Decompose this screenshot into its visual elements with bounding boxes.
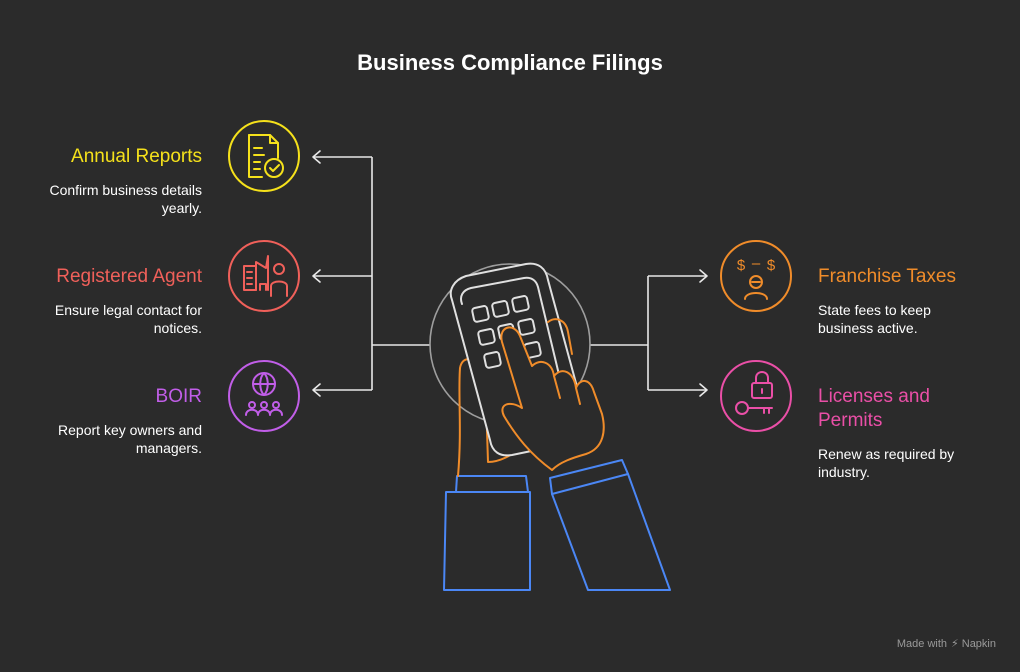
calculator-hands-icon: [443, 262, 671, 591]
made-with-label: Made with: [896, 638, 948, 650]
brand-label: Napkin: [961, 638, 996, 650]
building-person-icon: [228, 240, 300, 312]
page-title: Business Compliance Filings: [357, 50, 663, 75]
registered-agent-heading: Registered Agent: [56, 266, 202, 287]
svg-text:$: $: [767, 257, 776, 274]
connector-lines: [314, 156, 706, 391]
dollar-person-icon: $ – $: [720, 240, 792, 312]
franchise-taxes-desc: State fees to keep business active.: [818, 302, 931, 336]
registered-agent-desc: Ensure legal contact for notices.: [54, 302, 202, 336]
licenses-permits-heading: Licenses and Permits: [818, 386, 930, 431]
boir-heading: BOIR: [155, 386, 202, 407]
annual-reports-desc: Confirm business details yearly.: [49, 182, 202, 216]
napkin-logo-icon: ⚡: [951, 638, 959, 650]
annual-reports-heading: Annual Reports: [71, 146, 202, 167]
key-lock-icon: [720, 360, 792, 432]
svg-text:$: $: [737, 257, 746, 274]
franchise-taxes-heading: Franchise Taxes: [818, 266, 956, 287]
arrowheads: [312, 150, 708, 397]
globe-people-icon: [228, 360, 300, 432]
made-with-napkin: Made with⚡Napkin: [897, 637, 996, 650]
boir-desc: Report key owners and managers.: [58, 422, 202, 456]
svg-text:–: –: [752, 255, 761, 272]
document-check-icon: [228, 120, 300, 192]
licenses-permits-desc: Renew as required by industry.: [818, 446, 955, 480]
